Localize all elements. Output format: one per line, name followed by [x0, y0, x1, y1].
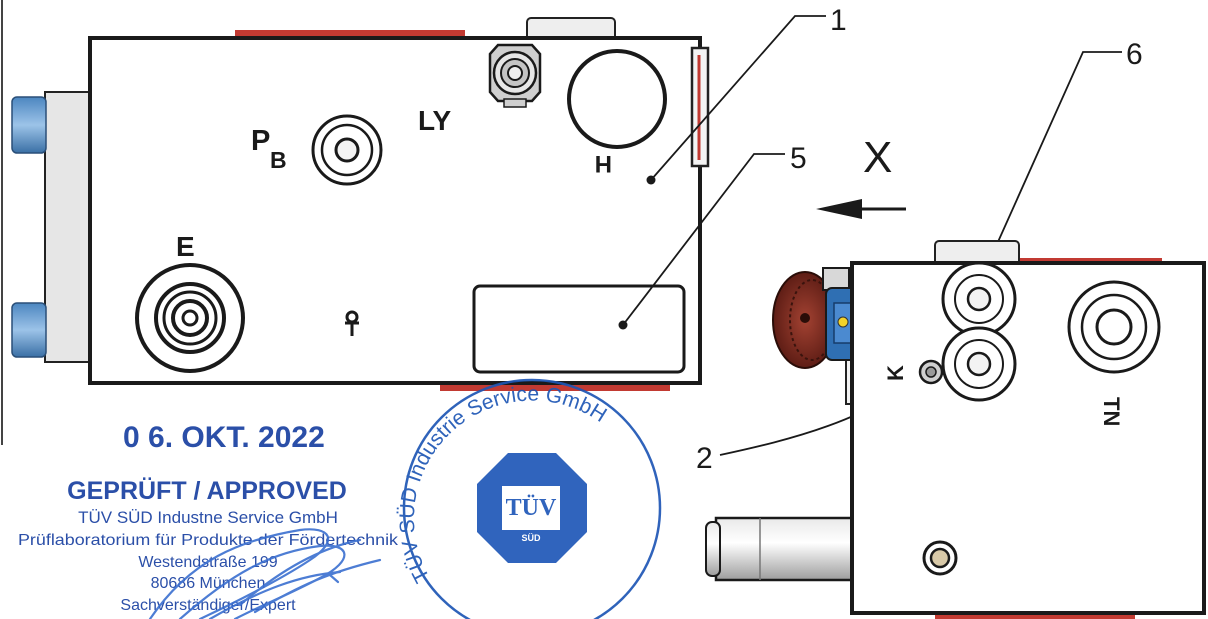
ground-symbol-icon	[345, 310, 359, 336]
stamp-lab: Prüflaboratorium für Produkte der Förder…	[18, 532, 399, 549]
label-k: K	[883, 365, 908, 381]
label-tn: TN	[1099, 397, 1124, 426]
red-strip-top	[235, 30, 465, 39]
port-tn	[1067, 280, 1161, 374]
adjust-knob	[772, 271, 838, 369]
blue-connector-bottom	[11, 302, 47, 358]
approval-stamp: 0 6. OKT. 2022 GEPRÜFT / APPROVED TÜV SÜ…	[18, 421, 399, 614]
nameplate-box	[472, 284, 686, 374]
twin-port-upper	[941, 261, 1017, 337]
ly-fitting	[488, 43, 542, 108]
callout-1: 1	[830, 4, 847, 37]
mounting-plate	[44, 91, 96, 363]
label-b: B	[270, 147, 287, 173]
stamp-org: TÜV SÜD Industne Service GmbH	[78, 508, 338, 527]
tuv-logo-text: TÜV	[506, 495, 557, 521]
callout-6: 6	[1126, 38, 1143, 71]
view-x-label: X	[863, 133, 892, 182]
cylinder-stub	[705, 516, 858, 582]
stamp-date: 0 6. OKT. 2022	[123, 421, 325, 454]
blue-connector-top	[11, 96, 47, 154]
tuv-logo-panel	[502, 486, 560, 530]
label-p: P	[251, 125, 270, 157]
stamp-city: 80686 München	[151, 575, 266, 592]
tuv-round-seal: TÜV SÜD Industrie Service GmbH TÜV SÜD	[396, 378, 662, 619]
left-valve-block	[11, 17, 710, 391]
label-ly: LY	[418, 105, 452, 136]
callout-2: 2	[696, 442, 713, 475]
clamp-fitting	[822, 267, 857, 361]
twin-port-lower	[941, 326, 1017, 402]
port-k	[918, 359, 944, 385]
stamp-status: GEPRÜFT / APPROVED	[67, 476, 347, 505]
label-e: E	[176, 231, 195, 262]
red-strip-bottom	[440, 381, 670, 391]
stamp-expert: Sachverständiger/Expert	[120, 597, 296, 614]
leader-1	[650, 15, 826, 181]
callout-5: 5	[790, 142, 807, 175]
bottom-screw	[922, 540, 958, 576]
tuv-logo-sub: SÜD	[521, 533, 541, 543]
port-e	[135, 263, 245, 373]
leader-5	[622, 153, 785, 326]
port-h	[567, 49, 667, 149]
signature	[148, 528, 382, 619]
label-h: H	[595, 150, 612, 177]
right-valve-block	[705, 240, 1206, 619]
leader-6	[992, 51, 1122, 254]
arrow-left-icon	[816, 199, 906, 219]
port-pb	[311, 114, 383, 186]
